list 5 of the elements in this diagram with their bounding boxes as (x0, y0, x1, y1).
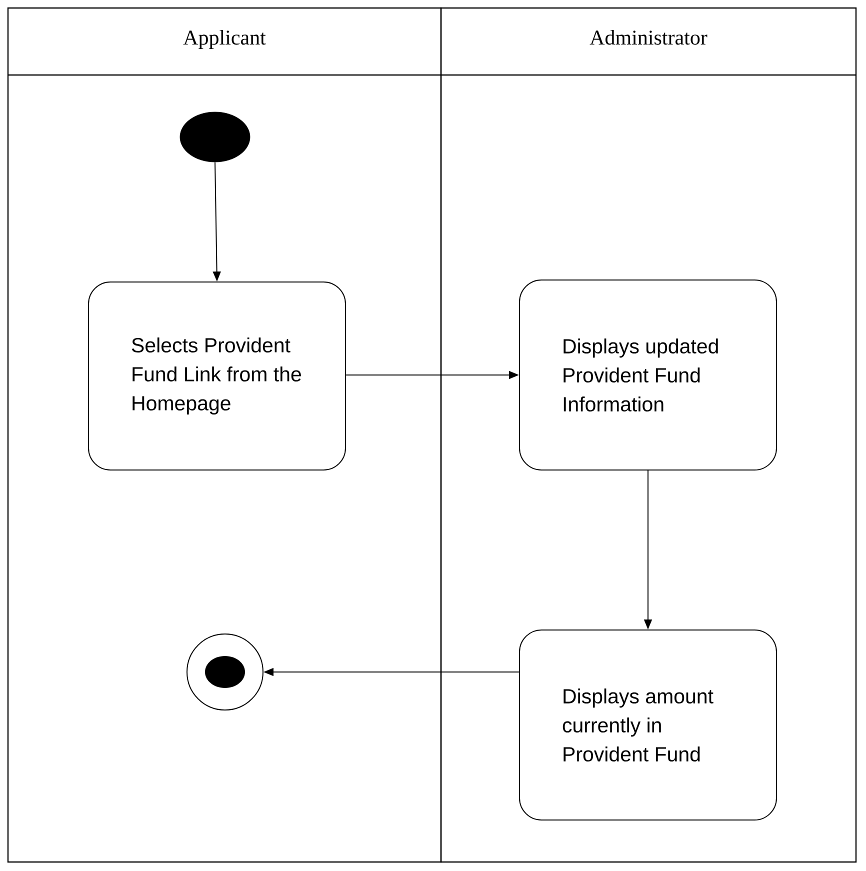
activity-box: Displays amount currently in Provident Fund (519, 630, 777, 820)
activity-box: Selects Provident Fund Link from the Homepage (88, 282, 346, 470)
start-node (180, 112, 250, 162)
activity-box: Displays updated Provident Fund Information (519, 280, 777, 470)
end-node (186, 634, 264, 710)
